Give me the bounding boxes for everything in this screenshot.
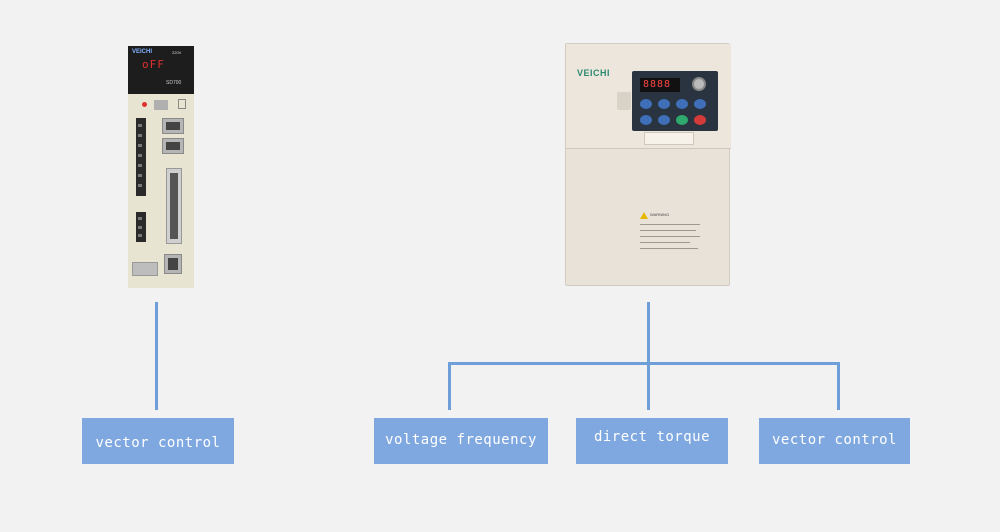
label-inverter-vector-control: vector control: [759, 418, 910, 464]
inverter-image: VEICHI 8888 WARNING: [565, 43, 731, 286]
knob-icon: [692, 77, 706, 91]
servo-drive-display-panel: VEICHI 220V oFF SD700: [128, 46, 194, 94]
warning-text: WARNING: [650, 212, 670, 217]
servo-voltage: 220V: [172, 50, 182, 55]
usb-port-icon: [178, 99, 186, 109]
io-connector-icon: [166, 168, 182, 244]
inverter-rating-sticker: [644, 132, 694, 145]
keypad-key-icon: [640, 115, 652, 125]
inverter-led-display: 8888: [640, 78, 680, 92]
inverter-branch-line: [448, 362, 840, 365]
encoder-port-icon: [164, 254, 182, 274]
inverter-keypad: 8888: [632, 71, 718, 131]
inverter-notch: [617, 92, 631, 110]
inverter-trunk-line: [647, 302, 650, 364]
label-text: direct torque: [593, 429, 711, 445]
label-direct-torque: direct torque: [576, 418, 728, 464]
branch-drop-vector-control: [837, 362, 840, 410]
label-text: voltage frequency: [385, 432, 537, 448]
rj45-port-icon: [162, 118, 184, 134]
keypad-key-icon: [676, 99, 688, 109]
rj45-port-icon: [162, 138, 184, 154]
inverter-body: VEICHI 8888 WARNING: [565, 43, 731, 286]
label-text: vector control: [95, 435, 221, 451]
power-terminal-block: [136, 118, 146, 196]
branch-drop-voltage-frequency: [448, 362, 451, 410]
keypad-key-icon: [658, 115, 670, 125]
keypad-key-icon: [694, 99, 706, 109]
servo-drive-image: VEICHI 220V oFF SD700: [128, 46, 194, 288]
run-key-icon: [676, 115, 688, 125]
motor-terminal-block: [136, 212, 146, 242]
power-led-icon: [142, 102, 147, 107]
stop-key-icon: [694, 115, 706, 125]
inverter-brand: VEICHI: [577, 68, 611, 78]
label-servo-vector-control: vector control: [82, 418, 234, 464]
servo-connector-line: [155, 302, 158, 410]
label-text: vector control: [771, 432, 897, 448]
keypad-key-icon: [658, 99, 670, 109]
branch-drop-direct-torque: [647, 362, 650, 410]
qr-code-icon: [154, 100, 168, 110]
label-voltage-frequency: voltage frequency: [374, 418, 548, 464]
warning-triangle-icon: [640, 212, 648, 219]
servo-led-display: oFF: [142, 58, 165, 71]
ground-terminal-icon: [132, 262, 158, 276]
servo-model: SD700: [166, 80, 182, 86]
servo-drive-body: [128, 94, 194, 288]
inverter-warning-label: WARNING: [640, 212, 706, 256]
keypad-key-icon: [640, 99, 652, 109]
inverter-display-value: 8888: [643, 79, 672, 90]
servo-brand: VEICHI: [132, 49, 153, 55]
